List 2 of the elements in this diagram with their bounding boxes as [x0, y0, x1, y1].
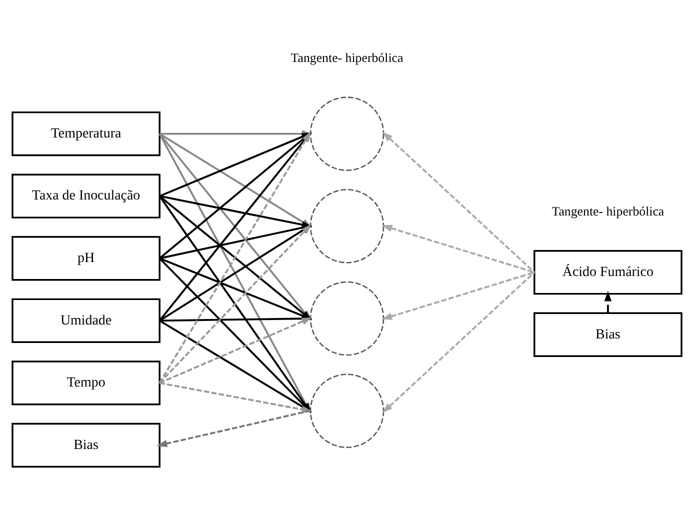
label: Tangente- hiperbólica	[290, 50, 404, 65]
label: Tangente- hiperbólica	[552, 204, 664, 219]
